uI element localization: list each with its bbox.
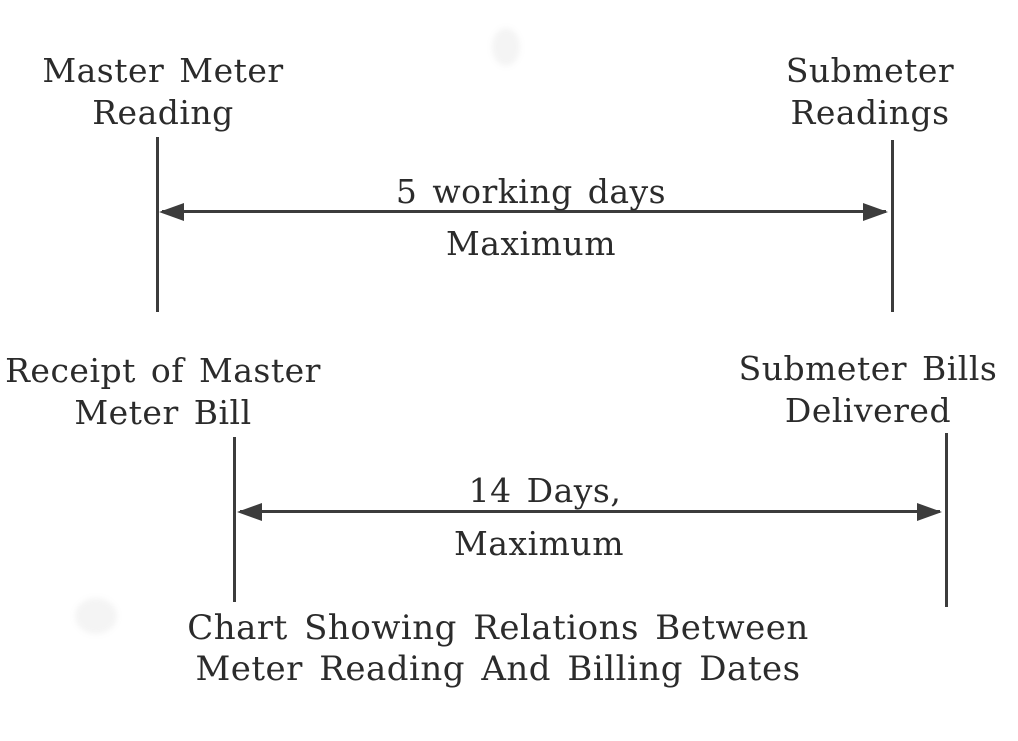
arrow1-qualifier-label: Maximum	[446, 224, 616, 263]
label-text-line: Master Meter	[42, 51, 284, 90]
scan-artifact	[75, 598, 117, 634]
label-text-line: Readings	[790, 93, 950, 132]
figure-caption: Chart Showing Relations Between Meter Re…	[187, 608, 809, 690]
tick-master-meter-reading	[156, 137, 159, 312]
tick-receipt-of-master-meter-bill	[233, 437, 236, 602]
label-submeter-bills-delivered: Submeter Bills Delivered	[739, 348, 998, 432]
caption-line: Chart Showing Relations Between	[187, 608, 809, 648]
caption-line: Meter Reading And Billing Dates	[195, 649, 801, 689]
arrow1-right-arrowhead-icon	[863, 203, 888, 221]
tick-submeter-bills-delivered	[945, 433, 948, 607]
arrow2-left-arrowhead-icon	[237, 503, 262, 521]
arrow1-shaft	[162, 210, 886, 213]
arrow2-duration-label: 14 Days,	[468, 471, 622, 510]
label-master-meter-reading: Master Meter Reading	[42, 50, 283, 134]
label-text-line: Meter Bill	[74, 393, 252, 432]
label-text-line: Receipt of Master	[5, 351, 321, 390]
scan-artifact	[492, 28, 520, 66]
arrow2-qualifier-label: Maximum	[454, 524, 624, 563]
arrow1-duration-label: 5 working days	[395, 172, 667, 211]
label-submeter-readings: Submeter Readings	[786, 50, 954, 134]
arrow2-right-arrowhead-icon	[917, 503, 942, 521]
label-receipt-of-master-meter-bill: Receipt of Master Meter Bill	[5, 350, 321, 434]
tick-submeter-readings	[891, 140, 894, 312]
label-text-line: Reading	[92, 93, 234, 132]
label-text-line: Delivered	[784, 391, 952, 430]
arrow1-left-arrowhead-icon	[159, 203, 184, 221]
label-text-line: Submeter	[785, 51, 955, 90]
arrow2-shaft	[240, 510, 940, 513]
label-text-line: Submeter Bills	[738, 349, 998, 388]
